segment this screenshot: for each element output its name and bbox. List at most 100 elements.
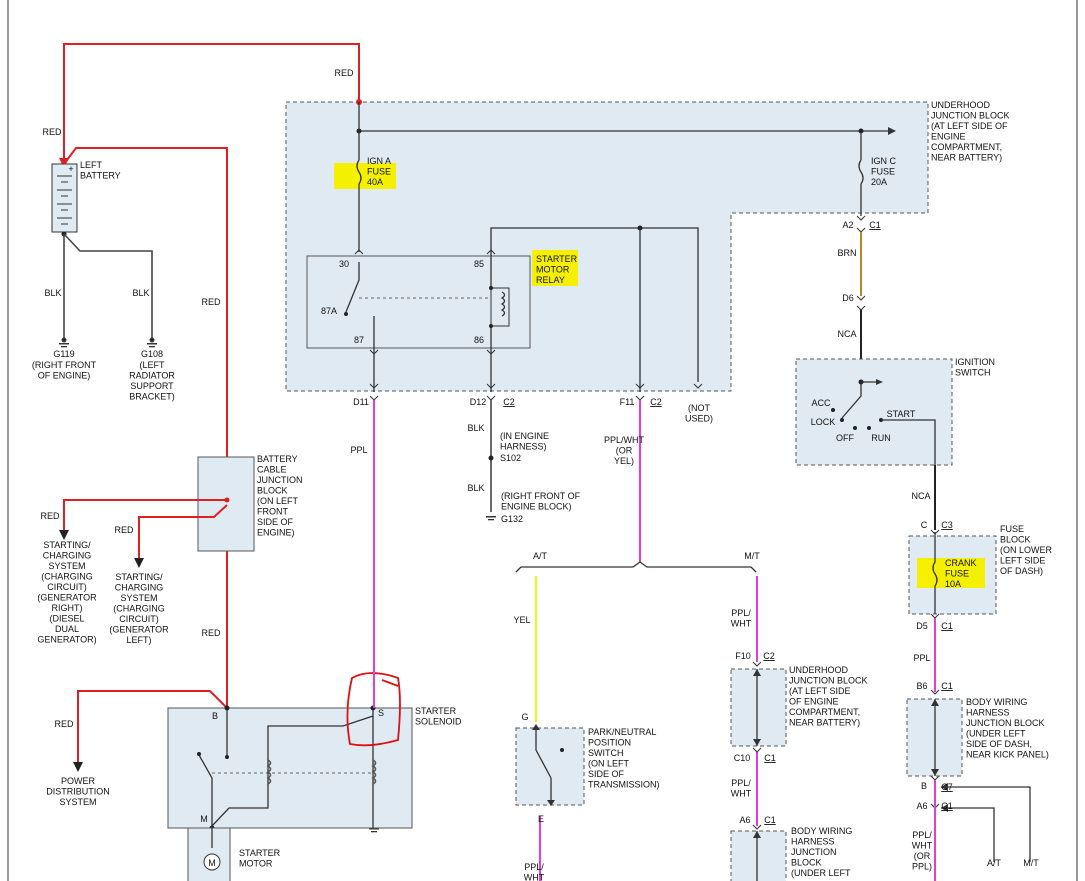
nca-label-top: NCA [837,329,856,339]
conn-d5: D5 [916,621,928,631]
ppl-wht-mt-label: PPL/WHT [731,608,752,629]
motor-icon [203,853,221,871]
relay-coil-icon [500,291,506,317]
conn-c1-a2: C1 [869,220,881,230]
pin-86: 86 [474,335,484,345]
at-label: A/T [533,551,548,561]
g132-name: G132 [501,514,523,524]
ppl-wht-c10-label: PPL/WHT [731,778,752,799]
body-jb-right-arrow-up [931,699,939,706]
battery-body [51,163,78,233]
off-label: OFF [836,433,854,443]
red-label-mid: RED [201,297,221,307]
g108-name: G108 [141,349,163,359]
ign-c-fuse-symbol [858,159,864,185]
solenoid-coil-left-icon [266,759,272,785]
solenoid-contact-a [197,752,201,756]
red-wire-main [63,147,228,708]
ign-a-fuse-symbol [356,159,362,185]
connector-chevrons [354,215,866,401]
brn-label: BRN [837,248,856,258]
at-right-label: A/T [987,858,1002,868]
starter-motor-relay-box [306,255,531,349]
solenoid-b-node [224,705,230,711]
solenoid-m-label: M [200,814,208,824]
conn-c2-f10: C2 [763,651,775,661]
solenoid-s-label: S [378,708,384,718]
blk-wire-g108 [63,233,153,338]
conn-g: G [521,712,528,722]
starter-solenoid-box [167,707,413,829]
battery-cells [57,175,72,225]
charging-left-arrow [134,558,144,568]
relay-coil-frame [490,287,510,327]
conn-d12: D12 [470,397,487,407]
coil-node-top [489,286,493,290]
conn-c: C [921,520,928,530]
charging-right-arrow [59,530,69,540]
conn-a2: A2 [842,220,853,230]
nca-label-bottom: NCA [911,491,930,501]
pnp-switch-arm [535,726,552,779]
conn-c7: C7 [941,782,953,792]
conn-c10: C10 [734,753,751,763]
conn-c1-a6: C1 [941,801,953,811]
conn-d11: D11 [353,397,369,407]
conn-c1-b6: C1 [941,681,953,691]
s102-label: S102 [500,453,521,463]
mt-chevrons [752,661,762,830]
run-contact [867,426,871,430]
red-wire-charging-left [138,504,228,562]
ign-switch-arrow [876,379,883,385]
s102-node [488,455,494,461]
conn-c1-c10: C1 [764,753,776,763]
red-label-top: RED [334,68,354,78]
at-right-line [941,807,995,862]
conn-c3: C3 [941,520,953,530]
red-label-charging-left: RED [114,525,134,535]
lock-contact [840,418,844,422]
coil-node-bottom [489,324,493,328]
hand-drawn-circle-annotation [346,672,401,747]
underhood-jb2-box [730,668,787,747]
body-jb-mid-arrow [753,831,761,838]
ign-a-fuse-highlight [334,163,396,189]
motor-symbol: M [208,858,216,868]
ignition-switch-box [795,358,953,466]
solenoid-contact-arm [198,754,213,828]
starter-relay-highlight [532,250,578,286]
conn-f10: F10 [735,651,751,661]
ign-switch-arm [841,382,862,419]
power-dist-arrow [73,762,83,772]
conn-e: E [538,814,544,824]
relay-85-feed [490,227,699,382]
mt-right-label: M/T [1023,858,1039,868]
mt-right-line [941,786,1031,862]
start-label: START [887,409,916,419]
mt-label: M/T [744,551,760,561]
conn-c1-a6-mid: C1 [764,815,776,825]
blk-label-g132: BLK [467,483,484,493]
uhjb2-arrow-down [753,739,761,746]
run-label: RUN [871,433,891,443]
battery-plus: + [68,164,73,174]
red-wire-power-dist [77,690,228,766]
pin-85: 85 [474,259,484,269]
body-jb-right-arrow-down [931,769,939,776]
